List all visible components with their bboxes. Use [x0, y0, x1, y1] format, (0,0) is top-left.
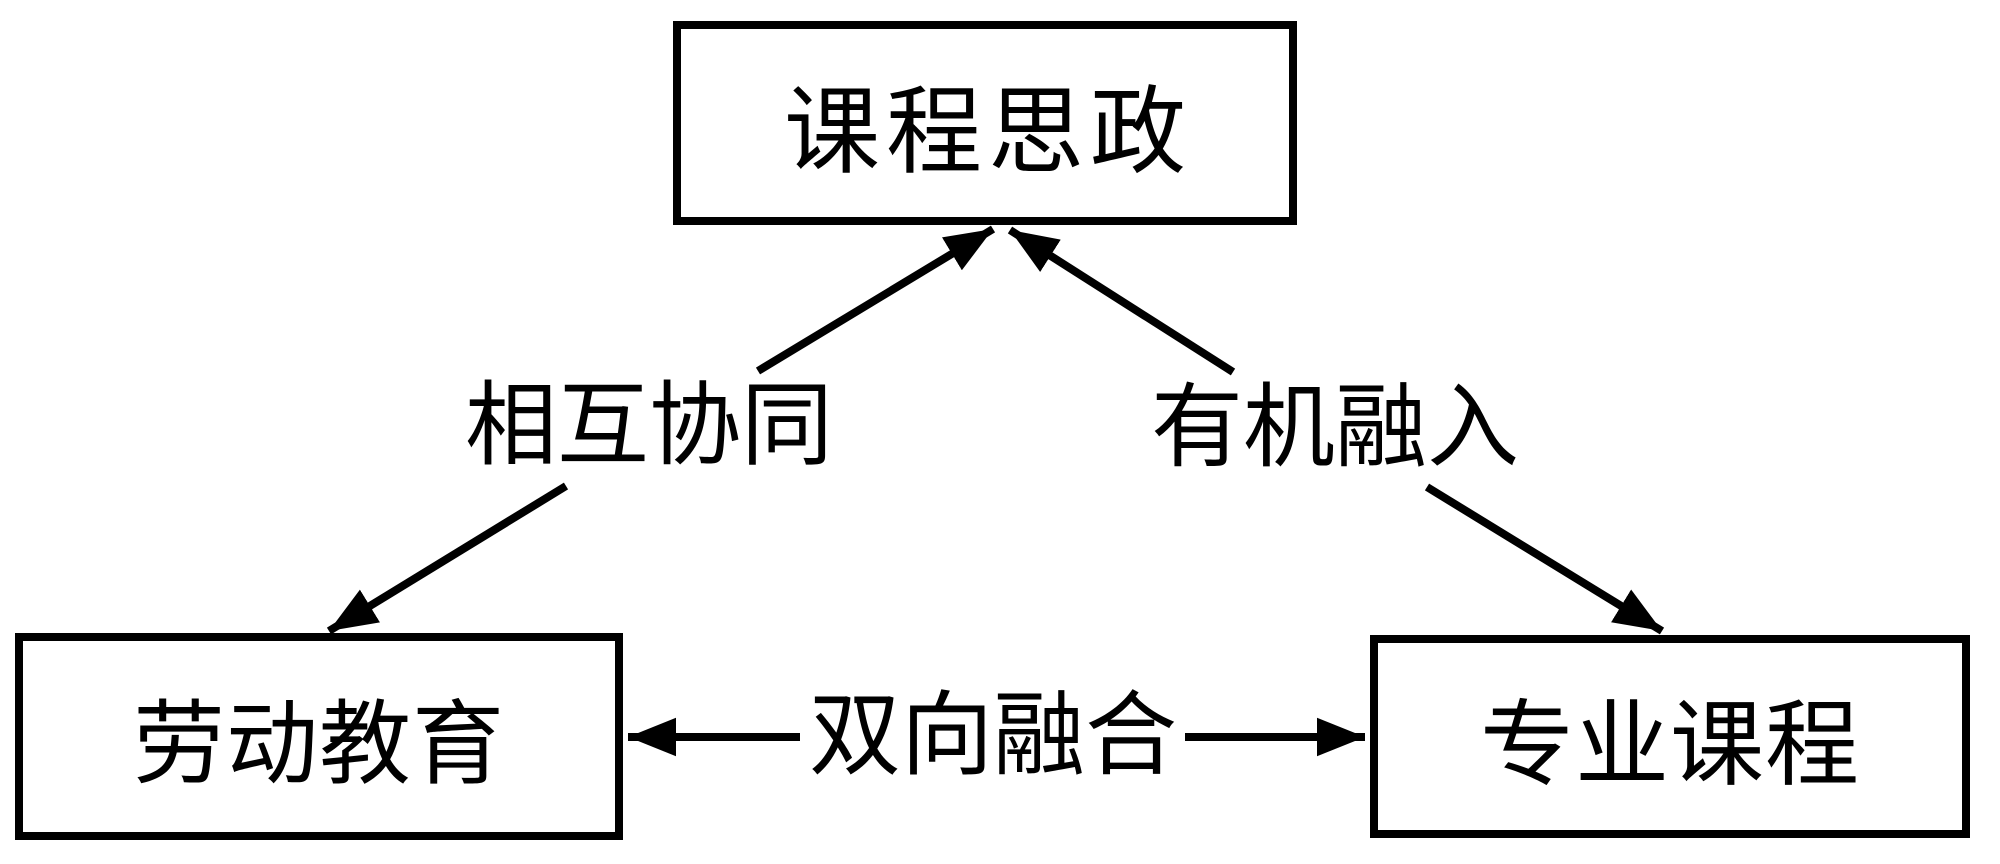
edge-right-lower-segment	[1424, 483, 1665, 635]
node-label-bottom-right: 专业课程	[1479, 693, 1860, 798]
edge-left-lower-segment	[326, 482, 569, 635]
edge-label-right: 有机融入	[1150, 377, 1519, 479]
edge-label-left: 相互协同	[464, 375, 833, 477]
node-box-bottom-left	[15, 633, 623, 840]
node-label-top: 课程思政	[784, 78, 1192, 186]
node-box-bottom-right	[1370, 635, 1970, 838]
node-box-top	[673, 21, 1297, 225]
edge-label-bottom: 双向融合	[808, 685, 1177, 787]
edge-left-upper-segment	[755, 225, 996, 375]
edge-right-upper-segment	[1007, 226, 1236, 376]
node-label-bottom-left: 劳动教育	[132, 694, 505, 796]
